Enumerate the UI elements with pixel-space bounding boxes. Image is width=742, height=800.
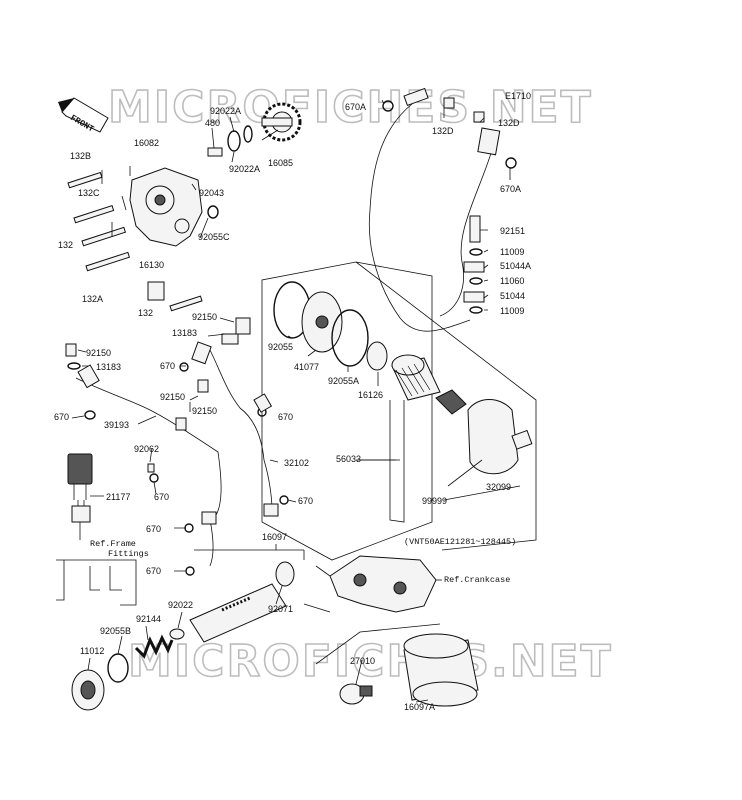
part-label: 32099 — [486, 482, 511, 492]
oil-strainer-16097 — [189, 583, 287, 643]
part-label: 670 — [278, 412, 293, 422]
gear-16085 — [261, 102, 302, 142]
shaft-collar — [207, 147, 223, 157]
filter-element-56033 — [391, 354, 441, 401]
part-label: 11009 — [500, 247, 524, 257]
part-label: 670 — [160, 361, 175, 371]
part-label: 92055A — [328, 376, 359, 386]
spacer-16126 — [366, 341, 388, 371]
part-label: 16097 — [262, 532, 287, 542]
part-label: 13183 — [172, 328, 197, 338]
part-label: 132D — [432, 126, 454, 136]
part-label: 11060 — [500, 276, 524, 286]
part-label: 92022A — [210, 106, 241, 116]
filter-assembly-box — [261, 261, 433, 561]
part-label: 92151 — [500, 226, 525, 236]
oil-pump-body — [129, 167, 203, 247]
part-labels: 92022A 480 92022A 16085 670A 132D 132D 6… — [54, 102, 531, 712]
part-label: 670 — [54, 412, 69, 422]
part-label: 92055 — [268, 342, 293, 352]
part-label: 92062 — [134, 444, 159, 454]
part-label: 670 — [154, 492, 169, 502]
ref-crankcase-label: Ref.Crankcase — [444, 575, 510, 585]
part-label: 16130 — [139, 260, 164, 270]
part-label: 92071 — [268, 604, 293, 614]
part-label: 51044A — [500, 261, 531, 271]
o-ring-92055a — [331, 309, 369, 367]
range-note: (VNT50AE121281~128445) — [404, 537, 516, 547]
part-label: 11009 — [500, 306, 524, 316]
part-label: 92144 — [136, 614, 161, 624]
part-label: 670 — [146, 524, 161, 534]
part-label: 132 — [138, 308, 153, 318]
part-label: 92150 — [192, 406, 217, 416]
o-ring-92055c — [207, 205, 219, 219]
part-label: 92055C — [198, 232, 230, 242]
part-label: 132D — [498, 118, 520, 128]
oil-hose-line — [368, 103, 471, 332]
filter-plate — [435, 389, 467, 415]
part-label: 16082 — [134, 138, 159, 148]
oil-pipe-32102 — [209, 349, 273, 511]
o-ring-92071 — [275, 561, 295, 587]
part-label: 92055B — [100, 626, 131, 636]
washer-92022a — [227, 130, 241, 152]
part-label: 99999 — [422, 496, 447, 506]
part-label: 21177 — [106, 492, 130, 502]
part-label: 670A — [500, 184, 521, 194]
connector-21177 — [67, 453, 93, 540]
diagram-code: E1710 — [505, 91, 531, 101]
watermark-bottom: MICROFICHES.NET — [128, 636, 613, 687]
watermark-top: MICROFICHES.NET — [108, 82, 593, 133]
part-label: 27010 — [350, 656, 375, 666]
ref-frame-label: Ref.Frame — [90, 539, 136, 549]
ref-fittings-label: Fittings — [108, 549, 149, 559]
part-label: 92150 — [192, 312, 217, 322]
part-label: 92022 — [168, 600, 193, 610]
plug-11012 — [71, 669, 105, 711]
part-label: 92043 — [199, 188, 224, 198]
part-label: 16085 — [268, 158, 293, 168]
spring-92144 — [134, 634, 174, 659]
o-ring-92055b — [107, 653, 129, 683]
part-label: 16126 — [358, 390, 383, 400]
part-label: 670 — [298, 496, 313, 506]
part-label: 51044 — [500, 291, 525, 301]
part-label: 16097A — [404, 702, 435, 712]
bolt-92151 — [469, 215, 481, 243]
part-label: 39193 — [104, 420, 129, 430]
part-label: 92150 — [160, 392, 185, 402]
pump-bolts — [67, 171, 203, 312]
part-label: 670 — [146, 566, 161, 576]
crankcase-ref — [329, 555, 437, 613]
leader-lines — [71, 99, 521, 703]
part-label: 11012 — [80, 646, 104, 656]
part-label: 92150 — [86, 348, 111, 358]
part-label: 32102 — [284, 458, 309, 468]
part-label: 132C — [78, 188, 100, 198]
oil-filter-16097a — [403, 633, 479, 707]
part-label: 92022A — [229, 164, 260, 174]
part-label: 56033 — [336, 454, 361, 464]
part-label: 132B — [70, 151, 91, 161]
part-label: 670A — [345, 102, 366, 112]
filter-cover-32099 — [467, 399, 533, 475]
part-label: 132A — [82, 294, 103, 304]
part-label: 132 — [58, 240, 73, 250]
part-label: 480 — [205, 118, 220, 128]
pressure-switch-27010 — [339, 683, 373, 705]
frame-fittings — [56, 559, 137, 606]
part-label: 41077 — [294, 362, 319, 372]
bolt-92150-left — [65, 343, 77, 357]
washer-92022 — [169, 628, 185, 640]
banjo-fitting-top — [403, 87, 429, 107]
part-label: 13183 — [96, 362, 121, 372]
bolt-92150-right — [235, 317, 251, 335]
front-arrow-icon: FRONT — [58, 97, 109, 134]
dowel-part — [147, 281, 165, 301]
